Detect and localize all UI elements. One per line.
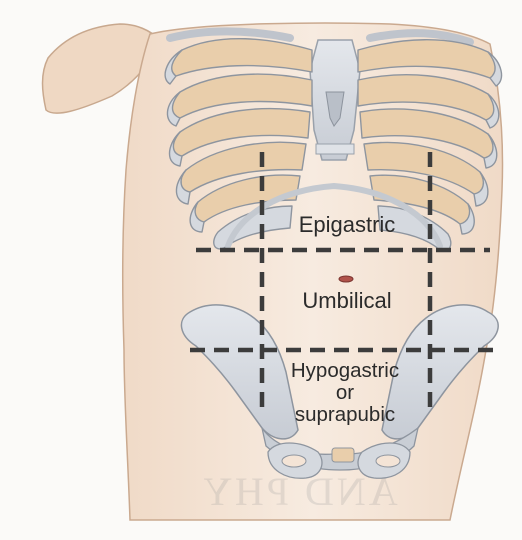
hypogastric-line-3: suprapubic [250, 404, 440, 426]
umbilical-label: Umbilical [262, 289, 432, 313]
epigastric-label: Epigastric [262, 213, 432, 237]
xiphoid-band [316, 144, 354, 154]
bleed-through-text: AND PHY [200, 468, 398, 515]
right-obturator-foramen [376, 455, 400, 467]
pubic-symphysis [332, 448, 354, 462]
navel [339, 276, 353, 282]
hypogastric-line-1: Hypogastric [250, 360, 440, 382]
hypogastric-line-2: or [250, 382, 440, 404]
left-obturator-foramen [282, 455, 306, 467]
hypogastric-label: Hypogastric or suprapubic [250, 360, 440, 426]
